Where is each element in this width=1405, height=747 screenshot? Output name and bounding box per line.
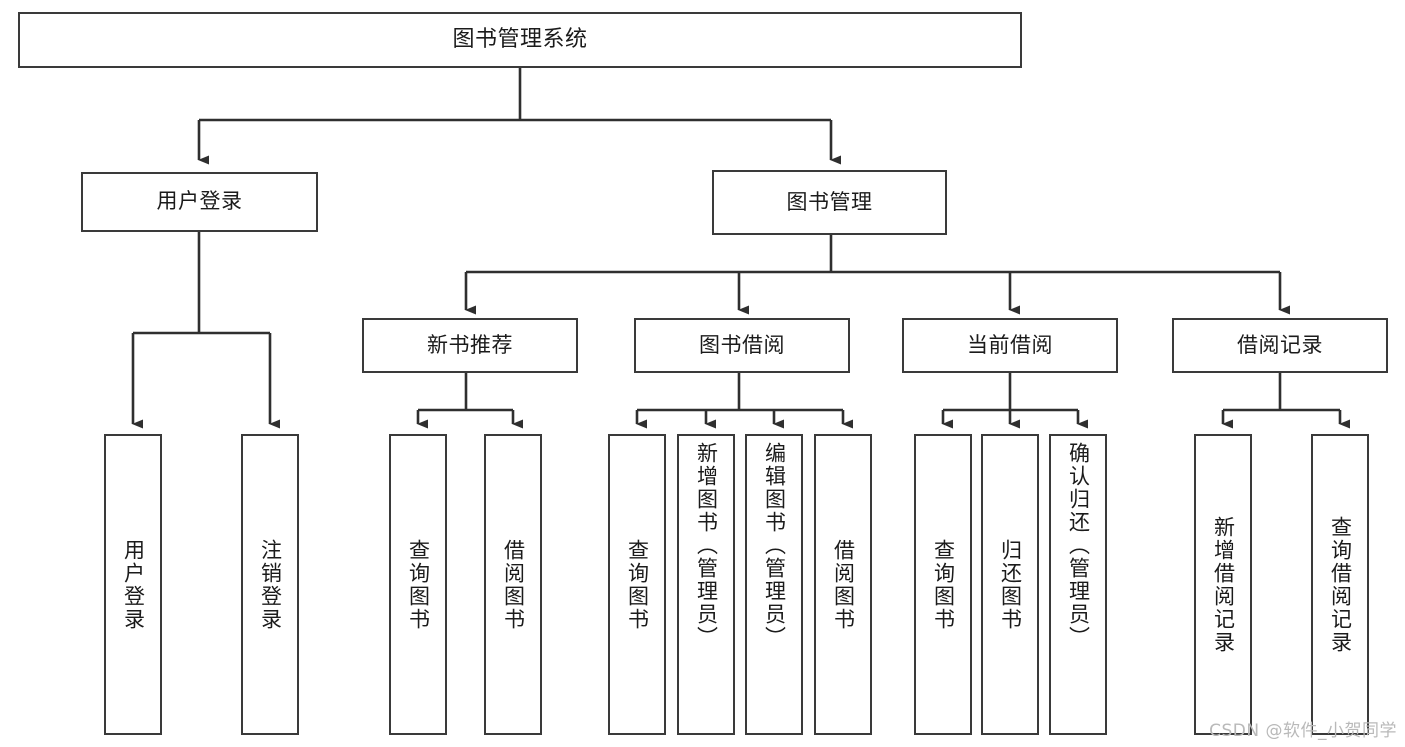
node-label: 图书管理 [786, 189, 873, 214]
leaf-user-login-signout[interactable]: 注销登录 [241, 434, 299, 735]
leaf-borrow-query-book[interactable]: 查询图书 [608, 434, 666, 735]
leaf-borrow-add-book-admin[interactable]: 新增图书（管理员） [677, 434, 735, 735]
node-label: 当前借阅 [967, 332, 1053, 357]
node-label: 借阅图书 [501, 538, 526, 631]
node-user-login[interactable]: 用户登录 [81, 172, 318, 232]
leaf-current-query-book[interactable]: 查询图书 [914, 434, 972, 735]
node-label: 查询图书 [406, 538, 431, 631]
node-book-management[interactable]: 图书管理 [712, 170, 947, 235]
watermark: CSDN @软件_小贺同学 [1209, 721, 1397, 741]
node-label: 新增借阅记录 [1211, 515, 1236, 654]
node-label: 查询图书 [931, 538, 956, 631]
node-book-borrow[interactable]: 图书借阅 [634, 318, 850, 373]
node-borrow-record[interactable]: 借阅记录 [1172, 318, 1388, 373]
leaf-current-confirm-return-admin[interactable]: 确认归还（管理员） [1049, 434, 1107, 735]
leaf-recommend-borrow-book[interactable]: 借阅图书 [484, 434, 542, 735]
leaf-current-return-book[interactable]: 归还图书 [981, 434, 1039, 735]
node-label: 图书管理系统 [452, 26, 588, 52]
node-label: 确认归还（管理员） [1066, 442, 1091, 649]
node-label: 编辑图书（管理员） [762, 442, 787, 649]
node-current-borrow[interactable]: 当前借阅 [902, 318, 1118, 373]
leaf-record-query-borrow-record[interactable]: 查询借阅记录 [1311, 434, 1369, 735]
node-label: 新增图书（管理员） [694, 442, 719, 649]
node-label: 注销登录 [258, 538, 283, 631]
node-label: 用户登录 [121, 538, 146, 631]
leaf-borrow-borrow-book[interactable]: 借阅图书 [814, 434, 872, 735]
node-label: 图书借阅 [699, 332, 785, 357]
node-label: 借阅图书 [831, 538, 856, 631]
node-root-system[interactable]: 图书管理系统 [18, 12, 1022, 68]
node-label: 用户登录 [156, 189, 243, 214]
node-label: 归还图书 [998, 538, 1023, 631]
leaf-recommend-query-book[interactable]: 查询图书 [389, 434, 447, 735]
node-label: 查询借阅记录 [1328, 515, 1353, 654]
node-label: 新书推荐 [427, 332, 513, 357]
leaf-record-add-borrow-record[interactable]: 新增借阅记录 [1194, 434, 1252, 735]
leaf-user-login-signin[interactable]: 用户登录 [104, 434, 162, 735]
leaf-borrow-edit-book-admin[interactable]: 编辑图书（管理员） [745, 434, 803, 735]
node-new-book-recommend[interactable]: 新书推荐 [362, 318, 578, 373]
node-label: 借阅记录 [1237, 332, 1323, 357]
node-label: 查询图书 [625, 538, 650, 631]
